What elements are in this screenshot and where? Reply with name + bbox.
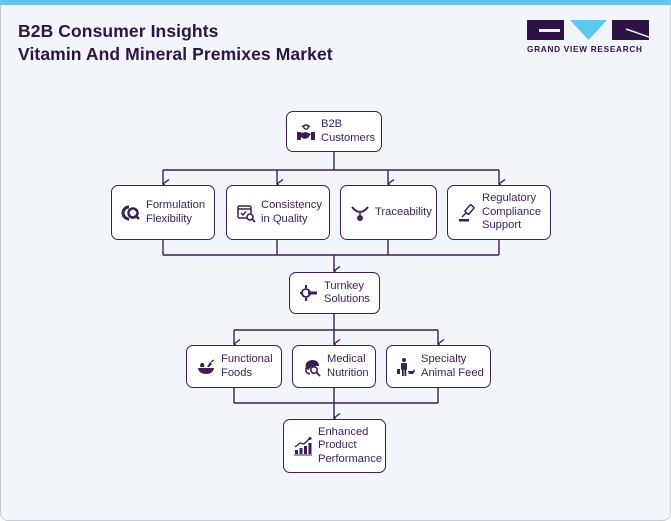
label-line: Functional bbox=[221, 353, 273, 365]
node-specialty-animal-feed: Specialty Animal Feed bbox=[386, 345, 491, 388]
animal-feed-icon bbox=[395, 356, 417, 378]
node-functional-foods: Functional Foods bbox=[186, 345, 282, 388]
node-medical-nutrition: Medical Nutrition bbox=[292, 345, 376, 388]
label-line: B2B bbox=[321, 118, 343, 130]
label-line: Animal Feed bbox=[421, 366, 484, 379]
label-line: Nutrition bbox=[327, 366, 369, 379]
node-label: Functional Foods bbox=[221, 353, 273, 380]
label-line: Formulation bbox=[146, 199, 206, 211]
node-consistency-quality: Consistency in Quality bbox=[226, 185, 330, 240]
node-enhanced-product-performance: Enhanced Product Performance bbox=[283, 419, 386, 473]
handshake-eye-icon bbox=[295, 121, 317, 143]
node-label: Turnkey Solutions bbox=[324, 280, 370, 307]
page-title: B2B Consumer Insights Vitamin And Minera… bbox=[18, 20, 333, 66]
node-turnkey-solutions: Turnkey Solutions bbox=[289, 272, 380, 314]
node-label: Regulatory Compliance Support bbox=[482, 192, 541, 233]
node-label: Formulation Flexibility bbox=[146, 199, 205, 226]
label-line: Support bbox=[482, 219, 522, 232]
node-label: B2B Customers bbox=[321, 118, 375, 145]
label-line: Traceability bbox=[375, 205, 432, 218]
node-traceability: Traceability bbox=[340, 185, 437, 240]
traceability-icon bbox=[349, 202, 371, 224]
node-label: Traceability bbox=[375, 206, 432, 220]
label-line: Turnkey bbox=[324, 279, 364, 292]
title-line-1: B2B Consumer Insights bbox=[18, 21, 219, 41]
turnkey-icon bbox=[298, 282, 320, 304]
node-label: Specialty Animal Feed bbox=[421, 353, 484, 380]
logo-text: GRAND VIEW RESEARCH bbox=[527, 45, 643, 54]
node-label: Medical Nutrition bbox=[327, 353, 369, 380]
quality-check-icon bbox=[235, 202, 257, 224]
gvr-logo-icon bbox=[527, 20, 649, 40]
label-line: Customers bbox=[321, 131, 376, 144]
label-line: Regulatory bbox=[482, 192, 537, 205]
label-line: Enhanced bbox=[318, 425, 369, 438]
node-b2b-customers: B2B Customers bbox=[286, 111, 382, 152]
label-line: Performance bbox=[318, 452, 383, 465]
label-line: Consistency bbox=[261, 199, 322, 211]
node-formulation-flexibility: Formulation Flexibility bbox=[111, 185, 215, 240]
label-line: Foods bbox=[221, 366, 253, 379]
label-line: Medical bbox=[327, 353, 366, 365]
label-line: Specialty bbox=[421, 353, 467, 365]
gavel-icon bbox=[456, 202, 478, 224]
top-accent-bar bbox=[0, 0, 671, 5]
node-label: Enhanced Product Performance bbox=[318, 426, 382, 467]
label-line: in Quality bbox=[261, 212, 308, 225]
food-bowl-icon bbox=[195, 356, 217, 378]
label-line: Flexibility bbox=[146, 212, 193, 225]
label-line: Product bbox=[318, 439, 357, 452]
title-line-2: Vitamin And Mineral Premixes Market bbox=[18, 44, 333, 64]
growth-chart-icon bbox=[292, 435, 314, 457]
medical-search-icon bbox=[301, 356, 323, 378]
label-line: Compliance bbox=[482, 205, 542, 218]
formulation-icon bbox=[120, 202, 142, 224]
node-regulatory-compliance: Regulatory Compliance Support bbox=[447, 185, 551, 240]
node-label: Consistency in Quality bbox=[261, 199, 322, 226]
label-line: Solutions bbox=[324, 293, 371, 305]
